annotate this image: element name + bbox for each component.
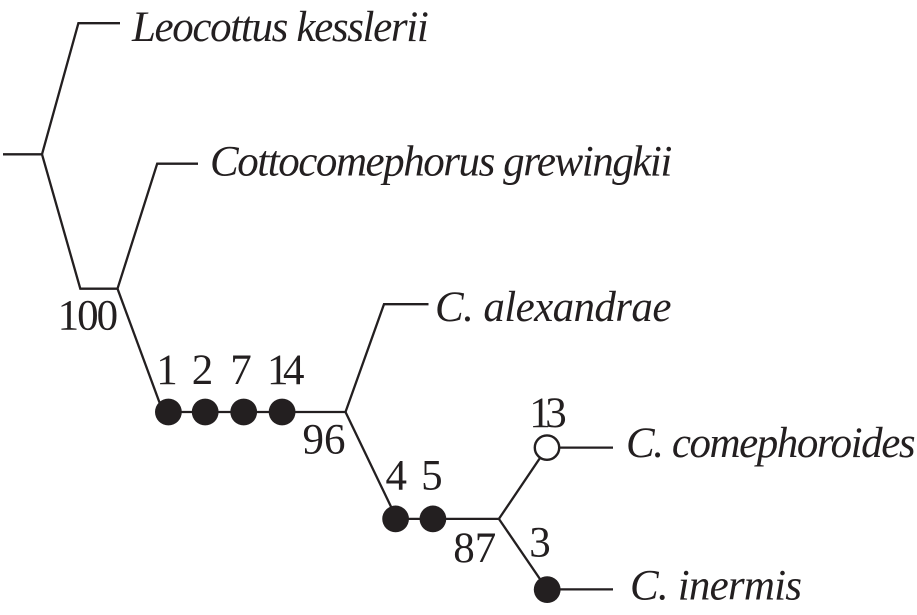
svg-text:Cottocomephorus grewingkii: Cottocomephorus grewingkii — [210, 139, 671, 186]
svg-text:C. alexandrae: C. alexandrae — [435, 284, 671, 331]
svg-text:2: 2 — [192, 347, 214, 394]
svg-text:C. comephoroides: C. comephoroides — [626, 420, 915, 467]
svg-text:87: 87 — [453, 525, 496, 572]
svg-text:1: 1 — [156, 347, 178, 394]
svg-text:5: 5 — [421, 453, 443, 500]
svg-text:3: 3 — [529, 520, 551, 567]
svg-text:96: 96 — [303, 417, 346, 464]
svg-text:4: 4 — [386, 453, 408, 500]
svg-text:Leocottus kesslerii: Leocottus kesslerii — [131, 4, 428, 51]
svg-text:100: 100 — [58, 292, 117, 339]
svg-text:13: 13 — [529, 390, 565, 437]
svg-text:C. inermis: C. inermis — [630, 562, 801, 609]
svg-text:7: 7 — [230, 347, 252, 394]
svg-text:14: 14 — [267, 347, 304, 394]
